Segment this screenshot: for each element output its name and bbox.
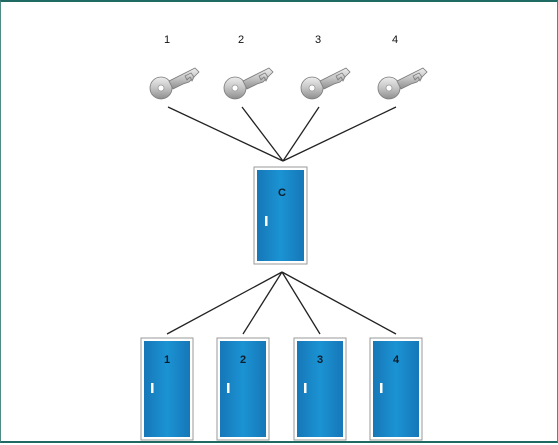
key-icon-4 <box>377 67 428 100</box>
connector-door-1 <box>166 271 283 335</box>
door-3: 3 <box>293 337 347 441</box>
door-label-4: 4 <box>393 354 400 366</box>
central-door: C <box>253 166 308 265</box>
key-label-3: 3 <box>315 34 321 46</box>
central-door-label: C <box>278 187 286 199</box>
key-icon-1 <box>149 67 200 100</box>
door-label-2: 2 <box>240 354 246 366</box>
door-connectors <box>166 271 397 335</box>
connector-door-3 <box>281 271 321 335</box>
door-2: 2 <box>216 337 270 441</box>
door-handle-icon <box>304 383 307 393</box>
connector-key-4 <box>282 106 397 162</box>
key-icon-2 <box>223 67 274 100</box>
key-label-4: 4 <box>392 34 398 46</box>
door-handle-icon <box>265 216 268 226</box>
key-label-1: 1 <box>164 34 170 46</box>
door-4: 4 <box>369 337 423 441</box>
connector-door-4 <box>281 271 397 335</box>
door-handle-icon <box>151 383 154 393</box>
key-icon-3 <box>300 67 351 100</box>
connector-key-2 <box>241 106 284 162</box>
door-handle-icon <box>380 383 383 393</box>
door-label-1: 1 <box>164 354 170 366</box>
key-connectors <box>167 106 397 162</box>
door-handle-icon <box>227 383 230 393</box>
connector-key-1 <box>167 106 284 162</box>
connector-door-2 <box>242 271 283 335</box>
key-label-2: 2 <box>238 34 244 46</box>
connector-key-3 <box>282 106 320 162</box>
door-label-3: 3 <box>317 354 323 366</box>
door-1: 1 <box>140 337 194 441</box>
